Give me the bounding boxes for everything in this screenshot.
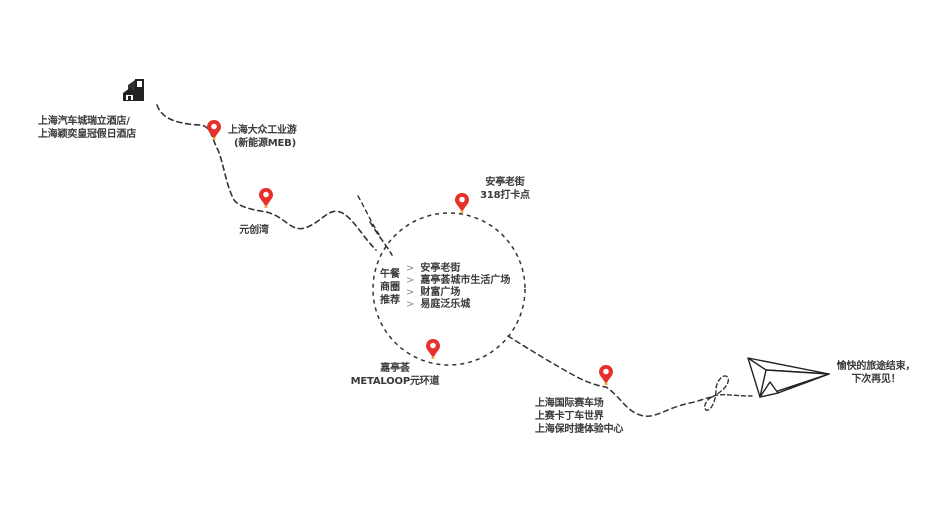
lunch-list-item: > 易庭泛乐城 <box>406 299 510 311</box>
stop-circuit-label: 上海国际赛车场 上赛卡丁车世界 上海保时捷体验中心 <box>535 397 623 436</box>
lunch-title-line-1: 午餐 <box>380 268 400 280</box>
lunch-list-item: > 嘉亭荟城市生活广场 <box>406 275 510 287</box>
stop-vw-factory-label: 上海大众工业游 (新能源MEB) <box>228 124 297 150</box>
end-message-label: 愉快的旅途结束， 下次再见！ <box>828 360 924 386</box>
paper-plane-icon <box>747 357 830 398</box>
stop-vw-factory-line-1: 上海大众工业游 <box>228 125 297 136</box>
lunch-item-label: 易庭泛乐城 <box>420 299 471 310</box>
route-dashed-path <box>156 104 393 256</box>
stop-yuanchuangwan-line-1: 元创湾 <box>239 225 269 236</box>
stop-anting-oldstreet-line-1: 安亭老街 <box>485 177 525 188</box>
start-hotel-line-1: 上海汽车城瑞立酒店/ <box>38 116 130 127</box>
start-hotel-line-2: 上海颖奕皇冠假日酒店 <box>38 129 136 140</box>
lunch-list-item: > 安亭老街 <box>406 263 510 275</box>
lunch-title-line-3: 推荐 <box>380 294 400 306</box>
chevron-right-icon: > <box>406 299 415 310</box>
stop-circuit-line-1: 上海国际赛车场 <box>535 398 604 409</box>
lunch-recommendation-box: 午餐 商圈 推荐 > 安亭老街 > 嘉亭荟城市生活广场 > 财富广场 > 易庭泛… <box>380 263 510 311</box>
stop-jiatingwan-label: 嘉亭荟 METALOOP元环道 <box>340 362 450 388</box>
route-dashed-path-3 <box>507 335 713 417</box>
stop-anting-oldstreet-line-2: 318打卡点 <box>480 190 530 201</box>
lunch-title: 午餐 商圈 推荐 <box>380 268 400 307</box>
chevron-right-icon: > <box>406 263 415 274</box>
lunch-item-label: 嘉亭荟城市生活广场 <box>420 275 511 286</box>
lunch-item-label: 安亭老街 <box>420 263 461 274</box>
end-message-line-2: 下次再见！ <box>851 374 901 385</box>
route-curl-loop <box>704 375 753 411</box>
lunch-item-label: 财富广场 <box>420 287 461 298</box>
stop-anting-oldstreet-label: 安亭老街 318打卡点 <box>470 176 540 202</box>
chevron-right-icon: > <box>406 287 415 298</box>
stop-yuanchuangwan-label: 元创湾 <box>234 224 274 237</box>
chevron-right-icon: > <box>406 275 415 286</box>
hotel-building-icon <box>123 79 144 101</box>
route-dashed-path-2 <box>357 195 381 237</box>
lunch-title-line-2: 商圈 <box>380 281 400 293</box>
map-pin-icon[interactable] <box>426 339 440 359</box>
start-hotel-label: 上海汽车城瑞立酒店/ 上海颖奕皇冠假日酒店 <box>38 115 136 141</box>
stop-jiatingwan-line-1: 嘉亭荟 <box>380 363 410 374</box>
map-pin-icon[interactable] <box>599 365 613 385</box>
stop-circuit-line-3: 上海保时捷体验中心 <box>535 424 624 435</box>
stop-circuit-line-2: 上赛卡丁车世界 <box>535 411 604 422</box>
map-pin-icon[interactable] <box>207 120 221 140</box>
lunch-list-item: > 财富广场 <box>406 287 510 299</box>
end-message-line-1: 愉快的旅途结束， <box>836 361 916 372</box>
route-loop-circle <box>372 212 526 366</box>
map-pin-icon[interactable] <box>259 188 273 208</box>
map-pin-icon[interactable] <box>455 193 469 213</box>
lunch-list: > 安亭老街 > 嘉亭荟城市生活广场 > 财富广场 > 易庭泛乐城 <box>406 263 510 311</box>
stop-jiatingwan-line-2: METALOOP元环道 <box>350 376 440 387</box>
stop-vw-factory-line-2: (新能源MEB) <box>234 138 296 149</box>
